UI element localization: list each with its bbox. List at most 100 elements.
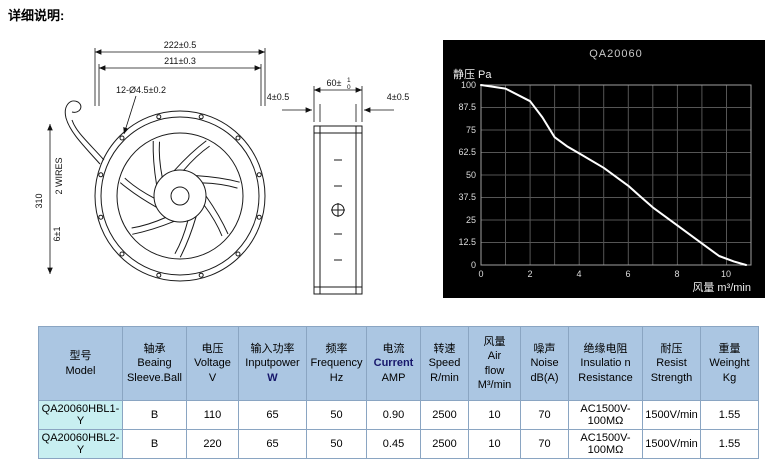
header-insulation: 绝缘电阻 Insulatio n Resistance bbox=[568, 326, 643, 401]
header-line: Beaing bbox=[137, 357, 172, 370]
header-line: 电压 bbox=[201, 343, 224, 356]
x-tick-label: 8 bbox=[674, 269, 680, 279]
spec-table: 型号 Model 轴承 Beaing Sleeve.Ball 电压 Voltag… bbox=[38, 326, 759, 459]
y-tick-label: 50 bbox=[465, 170, 476, 180]
header-line: V bbox=[208, 371, 217, 384]
header-bearing: 轴承 Beaing Sleeve.Ball bbox=[122, 326, 187, 401]
header-line: AMP bbox=[381, 371, 406, 384]
header-noise: 噪声 Noise dB(A) bbox=[520, 326, 569, 401]
header-line: 重量 bbox=[718, 343, 741, 356]
cell-current: 0.90 bbox=[366, 400, 421, 430]
cell-power: 65 bbox=[238, 400, 307, 430]
x-tick-label: 0 bbox=[478, 269, 484, 279]
dimension-bolt-circle: 211±0.3 bbox=[98, 56, 262, 106]
dim-flange-left-label: 4±0.5 bbox=[267, 92, 289, 102]
y-axis-label: 静压 Pa bbox=[453, 69, 492, 81]
header-line: Noise bbox=[530, 357, 559, 370]
header-line: Resist bbox=[656, 357, 687, 370]
cell-weight: 1.55 bbox=[700, 400, 759, 430]
cell-power: 65 bbox=[238, 429, 307, 459]
header-line: Strength bbox=[650, 371, 693, 384]
header-speed: 转速 Speed R/min bbox=[420, 326, 469, 401]
cell-frequency: 50 bbox=[306, 400, 367, 430]
y-tick-label: 62.5 bbox=[458, 147, 476, 157]
x-tick-label: 6 bbox=[625, 269, 631, 279]
header-line: 耐压 bbox=[660, 343, 683, 356]
header-line: 绝缘电阻 bbox=[583, 343, 628, 356]
fan-drawing: 222±0.5 211±0.3 12-Ø4.5±0.2 310 2 WIRES … bbox=[34, 40, 409, 295]
table-row: QA20060HBL1-Y B 110 65 50 0.90 2500 10 7… bbox=[38, 400, 759, 430]
header-line: W bbox=[267, 371, 278, 384]
header-line: 轴承 bbox=[143, 343, 166, 356]
header-line: flow bbox=[484, 364, 505, 377]
y-tick-label: 87.5 bbox=[458, 102, 476, 112]
cell-weight: 1.55 bbox=[700, 429, 759, 459]
header-withstand: 耐压 Resist Strength bbox=[642, 326, 701, 401]
x-tick-label: 2 bbox=[527, 269, 533, 279]
header-line: 输入功率 bbox=[250, 343, 295, 356]
dim-depth-lower-tol: 0 bbox=[347, 84, 351, 91]
header-weight: 重量 Weinght Kg bbox=[700, 326, 759, 401]
cell-withstand: 1500V/​min bbox=[642, 429, 701, 459]
cell-voltage: 110 bbox=[186, 400, 239, 430]
dimension-wire: 310 2 WIRES 6±1 bbox=[34, 124, 64, 274]
cell-insulation: AC1500V-100MΩ bbox=[568, 400, 643, 430]
lead-wires bbox=[64, 100, 105, 165]
x-tick-label: 4 bbox=[576, 269, 582, 279]
dim-depth-upper-tol: 1 bbox=[347, 77, 351, 84]
cell-frequency: 50 bbox=[306, 429, 367, 459]
y-tick-label: 12.5 bbox=[458, 237, 476, 247]
header-line: Weinght bbox=[709, 357, 750, 370]
cell-current: 0.45 bbox=[366, 429, 421, 459]
header-line: M³/min bbox=[477, 378, 512, 391]
side-view bbox=[313, 125, 363, 295]
cell-noise: 70 bbox=[520, 400, 569, 430]
chart-title: QA20060 bbox=[589, 48, 643, 60]
dim-bolt-circle-label: 211±0.3 bbox=[164, 56, 196, 66]
header-line: 型号 bbox=[69, 350, 92, 363]
cell-airflow: 10 bbox=[468, 400, 521, 430]
front-view bbox=[64, 100, 266, 282]
chart-plot bbox=[480, 84, 752, 266]
mounting-holes bbox=[98, 114, 262, 278]
performance-chart: QA20060 静压 Pa 风量 m³/min 100 87.5 75 62.5… bbox=[443, 40, 765, 298]
header-line: 噪声 bbox=[533, 343, 556, 356]
header-line: Kg bbox=[722, 371, 737, 384]
y-tick-label: 100 bbox=[460, 80, 476, 90]
header-current: 电流 Current AMP bbox=[366, 326, 421, 401]
header-line: Voltage bbox=[194, 357, 231, 370]
header-line: Resistance bbox=[578, 371, 633, 384]
wires-label: 2 WIRES bbox=[54, 157, 64, 194]
cell-speed: 2500 bbox=[420, 429, 469, 459]
cell-noise: 70 bbox=[520, 429, 569, 459]
header-line: 转速 bbox=[433, 343, 456, 356]
fan-blades bbox=[119, 140, 240, 258]
dim-depth-label: 60± bbox=[327, 78, 342, 88]
header-line: Inputpower bbox=[245, 357, 300, 370]
dim-wire-length-label: 310 bbox=[34, 193, 44, 208]
cell-insulation: AC1500V-100MΩ bbox=[568, 429, 643, 459]
header-voltage: 电压 Voltage V bbox=[186, 326, 239, 401]
x-tick-label: 10 bbox=[720, 269, 731, 279]
cell-voltage: 220 bbox=[186, 429, 239, 459]
dimension-outer-width: 222±0.5 bbox=[94, 40, 266, 106]
plot-frame bbox=[480, 84, 752, 266]
y-tick-label: 37.5 bbox=[458, 192, 476, 202]
header-line: 电流 bbox=[382, 343, 405, 356]
header-line: Air bbox=[487, 350, 502, 363]
header-line: 风量 bbox=[483, 335, 506, 348]
header-line: 频率 bbox=[325, 343, 348, 356]
x-axis-label: 风量 m³/min bbox=[692, 282, 751, 294]
header-line: Current bbox=[373, 357, 414, 370]
header-line: Insulatio n bbox=[580, 357, 631, 370]
cell-speed: 2500 bbox=[420, 400, 469, 430]
header-line: dB(A) bbox=[530, 371, 559, 384]
pressure-curve bbox=[480, 84, 748, 266]
cell-bearing: B bbox=[122, 429, 187, 459]
dimension-flange-right: 4±0.5 bbox=[355, 92, 409, 122]
header-model: 型号 Model bbox=[38, 326, 123, 401]
chart-grid bbox=[480, 84, 752, 266]
cell-withstand: 1500V/​min bbox=[642, 400, 701, 430]
dimension-flange-left: 4±0.5 bbox=[267, 92, 321, 122]
cell-model: QA20060HBL2-Y bbox=[38, 429, 123, 459]
